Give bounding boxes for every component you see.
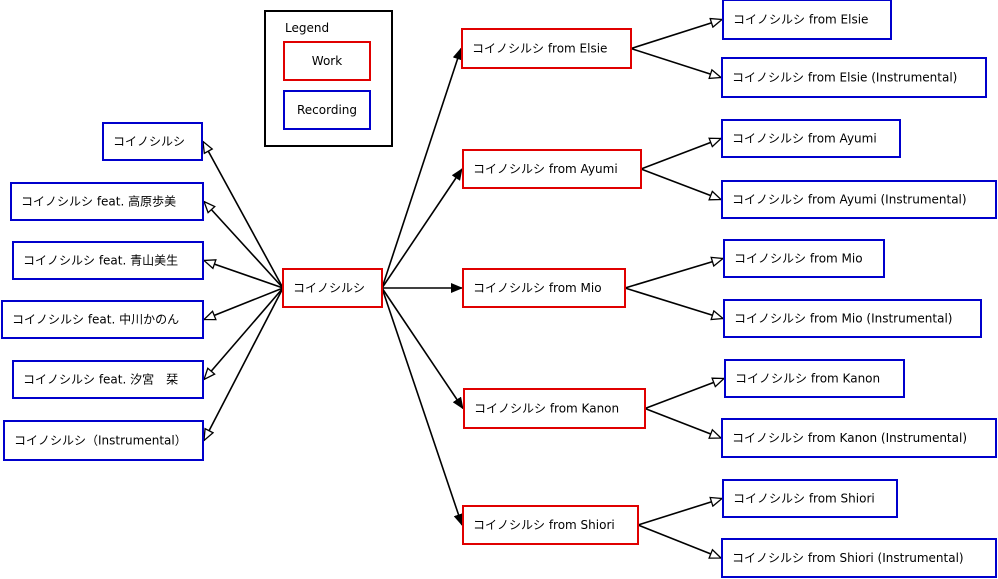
work-0-recording-node-0-label: コイノシルシ from Elsie [733,13,868,27]
left-recording-node-0-label: コイノシルシ [113,135,185,149]
work-1-recording-node-0-box [721,119,901,158]
work-0-recording-node-0-box [722,0,892,40]
work-node-2-box [462,268,626,308]
left-recording-node-4-box [12,360,204,399]
work-3-recording-node-0-label: コイノシルシ from Kanon [735,372,880,386]
edge-work-3-to-recording-0 [644,379,724,410]
edge-center-to-left-0 [203,142,284,289]
edge-work-1-to-recording-1 [640,168,721,200]
center-work-node-label: コイノシルシ [293,281,365,295]
work-2-recording-node-0: コイノシルシ from Mio [723,239,885,278]
work-4-recording-node-1-label: コイノシルシ from Shiori (Instrumental) [732,551,964,565]
edge-center-to-work-4 [381,287,464,526]
left-recording-node-5: コイノシルシ（Instrumental） [3,420,204,461]
work-2-recording-node-1: コイノシルシ from Mio (Instrumental) [723,299,982,338]
edge-center-to-left-4 [204,287,284,380]
edge-work-4-to-recording-0 [637,499,722,526]
left-recording-node-4-label: コイノシルシ feat. 汐宮 栞 [23,372,178,387]
work-2-recording-node-0-label: コイノシルシ from Mio [734,252,863,266]
work-node-3-box [463,388,646,429]
work-4-recording-node-0: コイノシルシ from Shiori [722,479,898,518]
work-1-recording-node-0: コイノシルシ from Ayumi [721,119,901,158]
work-node-0: コイノシルシ from Elsie [461,28,632,69]
left-recording-node-1-box [10,182,204,221]
work-3-recording-node-1-box [721,418,997,458]
legend-work-swatch [283,41,371,81]
left-recording-node-3: コイノシルシ feat. 中川かのん [1,300,204,339]
edge-center-to-left-3 [204,287,284,320]
edge-center-to-work-3 [381,287,464,410]
work-node-4-box [462,505,639,545]
left-recording-node-5-label: コイノシルシ（Instrumental） [14,434,187,448]
work-node-3-label: コイノシルシ from Kanon [474,402,619,416]
left-recording-node-2: コイノシルシ feat. 青山美生 [12,241,204,280]
work-3-recording-node-1: コイノシルシ from Kanon (Instrumental) [721,418,997,458]
left-recording-node-4: コイノシルシ feat. 汐宮 栞 [12,360,204,399]
work-1-recording-node-1-box [721,180,997,219]
legend-title: Legend [285,21,329,35]
edge-work-2-to-recording-1 [624,287,723,319]
legend-work-label: Work [312,54,342,68]
work-3-recording-node-0-box [724,359,905,398]
edge-center-to-left-5 [204,287,284,441]
work-2-recording-node-1-box [723,299,982,338]
legend-recording-swatch [283,90,371,130]
work-0-recording-node-1: コイノシルシ from Elsie (Instrumental) [721,57,987,98]
left-recording-node-3-label: コイノシルシ feat. 中川かのん [12,312,179,327]
work-node-1-label: コイノシルシ from Ayumi [473,162,618,176]
work-node-1-box [462,149,642,189]
left-recording-node-1: コイノシルシ feat. 高原歩美 [10,182,204,221]
work-3-recording-node-0: コイノシルシ from Kanon [724,359,905,398]
work-node-4-label: コイノシルシ from Shiori [473,518,615,532]
work-2-recording-node-1-label: コイノシルシ from Mio (Instrumental) [734,312,952,326]
left-recording-node-2-label: コイノシルシ feat. 青山美生 [23,254,178,268]
edge-work-2-to-recording-0 [624,259,723,289]
work-4-recording-node-0-label: コイノシルシ from Shiori [733,492,875,506]
work-4-recording-node-1: コイノシルシ from Shiori (Instrumental) [721,538,997,578]
edge-center-to-left-1 [204,202,284,289]
edge-work-0-to-recording-0 [630,20,722,50]
work-node-4: コイノシルシ from Shiori [462,505,639,545]
work-0-recording-node-1-label: コイノシルシ from Elsie (Instrumental) [732,71,957,85]
left-recording-node-3-box [1,300,204,339]
work-0-recording-node-1-box [721,57,987,98]
center-work-node: コイノシルシ [282,268,383,308]
work-node-0-label: コイノシルシ from Elsie [472,42,607,56]
edge-work-1-to-recording-0 [640,139,721,170]
work-node-2-label: コイノシルシ from Mio [473,281,602,295]
center-work-node-box [282,268,383,308]
edge-center-to-left-2 [204,261,284,289]
left-recording-node-5-box [3,420,204,461]
legend: Legend Work Recording [264,10,393,147]
work-1-recording-node-0-label: コイノシルシ from Ayumi [732,132,877,146]
work-node-0-box [461,28,632,69]
work-2-recording-node-0-box [723,239,885,278]
edge-work-3-to-recording-1 [644,407,721,439]
work-node-3: コイノシルシ from Kanon [463,388,646,429]
left-recording-node-1-label: コイノシルシ feat. 高原歩美 [21,194,176,209]
work-node-2: コイノシルシ from Mio [462,268,626,308]
work-4-recording-node-0-box [722,479,898,518]
work-0-recording-node-0: コイノシルシ from Elsie [722,0,892,40]
edges [203,20,724,559]
work-4-recording-node-1-box [721,538,997,578]
edge-center-to-work-0 [381,47,463,289]
legend-recording-label: Recording [297,103,357,117]
work-3-recording-node-1-label: コイノシルシ from Kanon (Instrumental) [732,431,967,445]
edge-work-0-to-recording-1 [630,47,721,78]
work-1-recording-node-1: コイノシルシ from Ayumi (Instrumental) [721,180,997,219]
left-recording-node-2-box [12,241,204,280]
work-node-1: コイノシルシ from Ayumi [462,149,642,189]
left-recording-node-0-box [102,122,203,161]
edge-center-to-work-1 [381,168,463,289]
left-recording-node-0: コイノシルシ [102,122,203,161]
work-1-recording-node-1-label: コイノシルシ from Ayumi (Instrumental) [732,193,967,207]
edge-work-4-to-recording-1 [637,524,721,558]
